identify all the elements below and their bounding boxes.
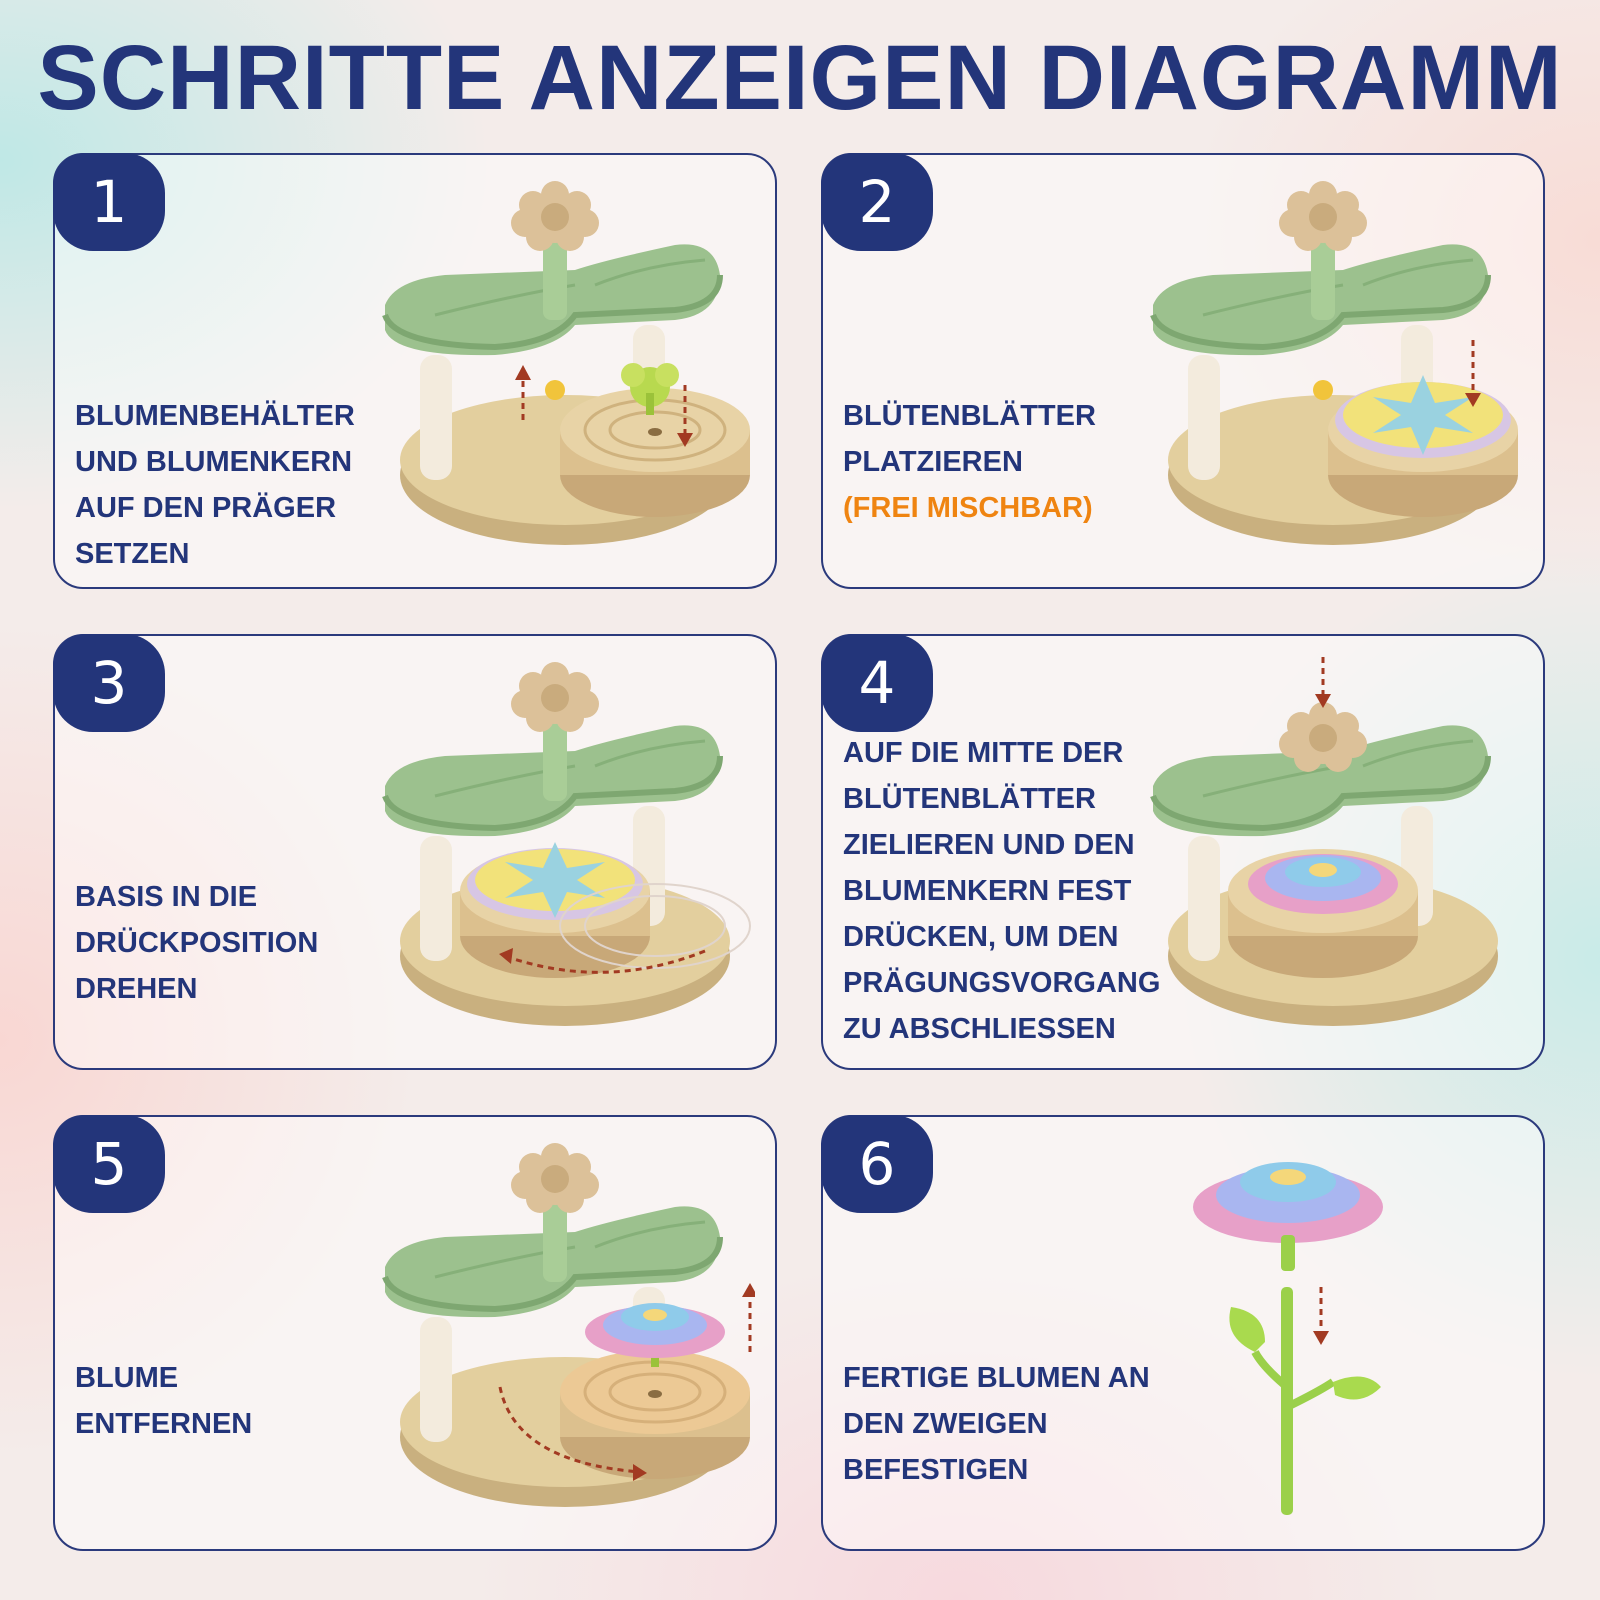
step-instruction: AUF DIE MITTE DER BLÜTENBLÄTTER ZIELIERE… — [843, 730, 1203, 1052]
step-number-badge: 2 — [821, 153, 933, 251]
step-instruction: BLÜTENBLÄTTER PLATZIEREN (FREI MISCHBAR) — [843, 393, 1173, 531]
step-text-line: ZIELIEREN UND DEN — [843, 829, 1135, 861]
step-text-line: DREHEN — [75, 973, 198, 1005]
step-text-line: BLUMENKERN FEST — [843, 875, 1132, 907]
step-text-line: BLÜTENBLÄTTER — [843, 783, 1096, 815]
embosser-illustration — [1150, 181, 1518, 545]
step-text-line: BASIS IN DIE — [75, 881, 258, 913]
step-card-6: 6 FERTIGE BLUMEN AN DEN ZWEIGEN BEFESTIG… — [821, 1115, 1545, 1551]
step-text-line: ENTFERNEN — [75, 1408, 253, 1440]
step-text-line: FERTIGE BLUMEN AN — [843, 1362, 1150, 1394]
step-text-line: DRÜCKEN, UM DEN — [843, 921, 1119, 953]
step-text-accent: (FREI MISCHBAR) — [843, 492, 1093, 524]
step-text-line: BEFESTIGEN — [843, 1454, 1029, 1486]
step-text-line: DEN ZWEIGEN — [843, 1408, 1048, 1440]
step-instruction: BASIS IN DIE DRÜCKPOSITION DREHEN — [75, 874, 405, 1012]
page-title: SCHRITTE ANZEIGEN DIAGRAMM — [37, 27, 1563, 129]
step-number-badge: 6 — [821, 1115, 933, 1213]
step-card-5: 5 BLUME ENTFERNEN — [53, 1115, 777, 1551]
step-number-badge: 5 — [53, 1115, 165, 1213]
embosser-illustration — [382, 181, 750, 545]
embosser-illustration — [1150, 656, 1498, 1026]
step-text-line: AUF DIE MITTE DER — [843, 737, 1124, 769]
step-instruction: FERTIGE BLUMEN AN DEN ZWEIGEN BEFESTIGEN — [843, 1355, 1203, 1493]
step-instruction: BLUMENBEHÄLTER UND BLUMENKERN AUF DEN PR… — [75, 393, 405, 577]
step-text-line: BLÜTENBLÄTTER — [843, 400, 1096, 432]
step-text-line: BLUMENBEHÄLTER — [75, 400, 355, 432]
step-card-3: 3 BASIS IN DIE DRÜCKPOSITION DREHEN — [53, 634, 777, 1070]
step-text-line: PLATZIEREN — [843, 446, 1023, 478]
step-number-badge: 1 — [53, 153, 165, 251]
step-text-line: SETZEN — [75, 538, 190, 570]
step-text-line: DRÜCKPOSITION — [75, 927, 319, 959]
step-text-line: AUF DEN PRÄGER — [75, 492, 337, 524]
step-number-badge: 4 — [821, 634, 933, 732]
step-text-line: ZU ABSCHLIESSEN — [843, 1013, 1116, 1045]
step-text-line: BLUME — [75, 1362, 179, 1394]
step-card-2: 2 BLÜTENBLÄTTER PLATZIEREN (FREI MISCHBA… — [821, 153, 1545, 589]
step-number-badge: 3 — [53, 634, 165, 732]
flower-stem-illustration — [1193, 1162, 1383, 1515]
step-text-line: UND BLUMENKERN — [75, 446, 353, 478]
embosser-illustration — [382, 1143, 755, 1507]
step-instruction: BLUME ENTFERNEN — [75, 1355, 405, 1447]
embosser-illustration — [382, 662, 751, 1026]
step-card-4: 4 AUF DIE MITTE DER BLÜTENBLÄTTER ZIELIE… — [821, 634, 1545, 1070]
step-card-1: 1 BLUMENBEHÄLTER UND BLUMENKERN AUF DEN … — [53, 153, 777, 589]
step-text-line: PRÄGUNGSVORGANG — [843, 967, 1161, 999]
